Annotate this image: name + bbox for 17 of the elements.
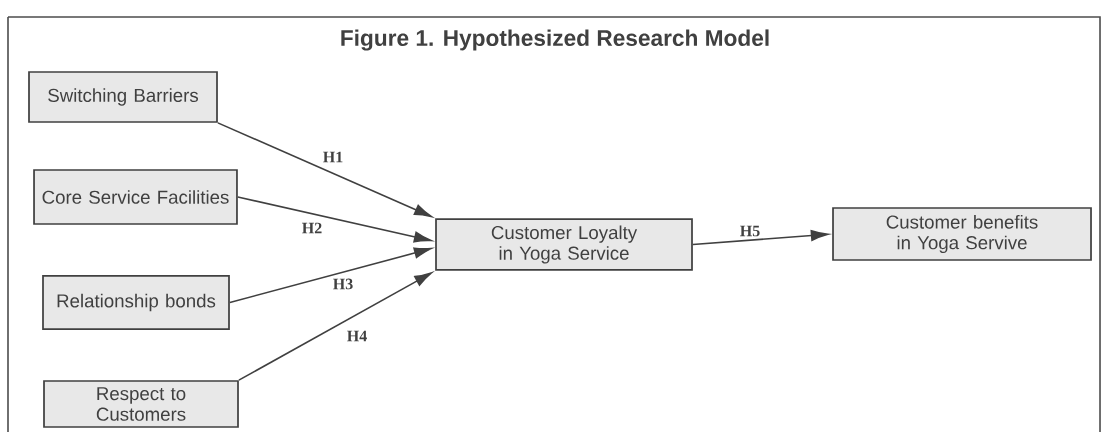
title: Figure 1. Hypothesized Research Model — [341, 29, 769, 51]
concept-box: Customer Loyalty in Yoga Service — [435, 218, 693, 271]
concept-box: Respect to Customers — [43, 380, 239, 428]
arrow — [692, 230, 829, 246]
arrow — [237, 196, 432, 243]
edge-label: H4 — [347, 330, 367, 342]
concept-box: Relationship bonds — [42, 275, 230, 330]
edge-label: H2 — [302, 222, 322, 234]
edge-label: H1 — [323, 151, 343, 163]
concept-box: Customer benefits in Yoga Servive — [832, 207, 1092, 261]
edge-label: H3 — [333, 278, 353, 290]
arrow — [238, 272, 433, 381]
concept-box: Switching Barriers — [28, 71, 218, 123]
arrow — [217, 122, 432, 218]
concept-box: Core Service Facilities — [33, 169, 238, 225]
edge-label: H5 — [740, 225, 760, 237]
arrow — [229, 247, 432, 304]
